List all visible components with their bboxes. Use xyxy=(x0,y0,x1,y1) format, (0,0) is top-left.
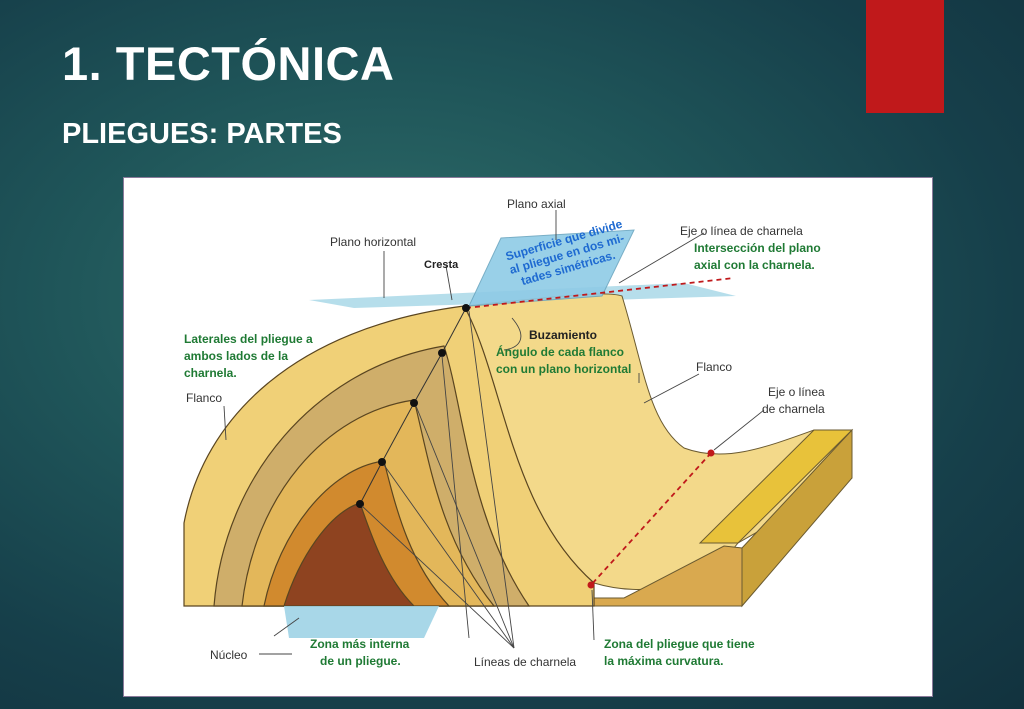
label-laterales-1: Laterales del pliegue a xyxy=(184,332,313,346)
label-plano-horizontal: Plano horizontal xyxy=(330,235,417,249)
axial-plane-bottom xyxy=(284,606,439,638)
hinge-point-red xyxy=(707,449,715,457)
slide-subtitle: PLIEGUES: PARTES xyxy=(62,118,342,150)
hinge-point xyxy=(410,399,418,407)
label-lineas-charnela: Líneas de charnela xyxy=(474,655,577,669)
label-flanco-right: Flanco xyxy=(696,360,733,374)
label-zona-curvatura-1: Zona del pliegue que tiene xyxy=(604,637,755,651)
label-plano-axial: Plano axial xyxy=(507,197,566,211)
label-angulo-2: con un plano horizontal xyxy=(496,362,632,376)
accent-tab xyxy=(866,0,944,113)
label-nucleo: Núcleo xyxy=(210,648,248,662)
label-eje-linea-1: Eje o línea xyxy=(768,385,825,399)
slide-title: 1. TECTÓNICA xyxy=(62,37,395,90)
label-interseccion-1: Intersección del plano xyxy=(694,241,821,255)
label-eje-charnela-top: Eje o línea de charnela xyxy=(680,224,803,238)
label-flanco-left: Flanco xyxy=(186,391,223,405)
fold-illustration xyxy=(183,210,854,655)
axial-plane xyxy=(468,229,635,307)
label-laterales-3: charnela. xyxy=(184,366,237,380)
label-buzamiento: Buzamiento xyxy=(529,328,598,342)
label-zona-interna-1: Zona más interna xyxy=(310,637,410,651)
label-zona-curvatura-2: la máxima curvatura. xyxy=(604,654,724,668)
hinge-line-trough xyxy=(590,452,712,586)
hinge-point xyxy=(378,458,386,466)
leader-lines xyxy=(223,210,765,655)
label-zona-interna-2: de un pliegue. xyxy=(320,654,401,668)
right-block-top-edge xyxy=(698,429,854,544)
hinge-point-red xyxy=(587,581,595,589)
hinge-point xyxy=(438,349,446,357)
label-eje-linea-2: de charnela xyxy=(762,402,825,416)
label-cresta: Cresta xyxy=(424,259,459,271)
fold-diagram: Plano axial Plano horizontal Cresta Supe… xyxy=(123,177,933,697)
label-angulo-1: Ángulo de cada flanco xyxy=(496,345,625,359)
label-interseccion-2: axial con la charnela. xyxy=(694,258,815,272)
label-laterales-2: ambos lados de la xyxy=(184,349,289,363)
hinge-point xyxy=(462,304,470,312)
